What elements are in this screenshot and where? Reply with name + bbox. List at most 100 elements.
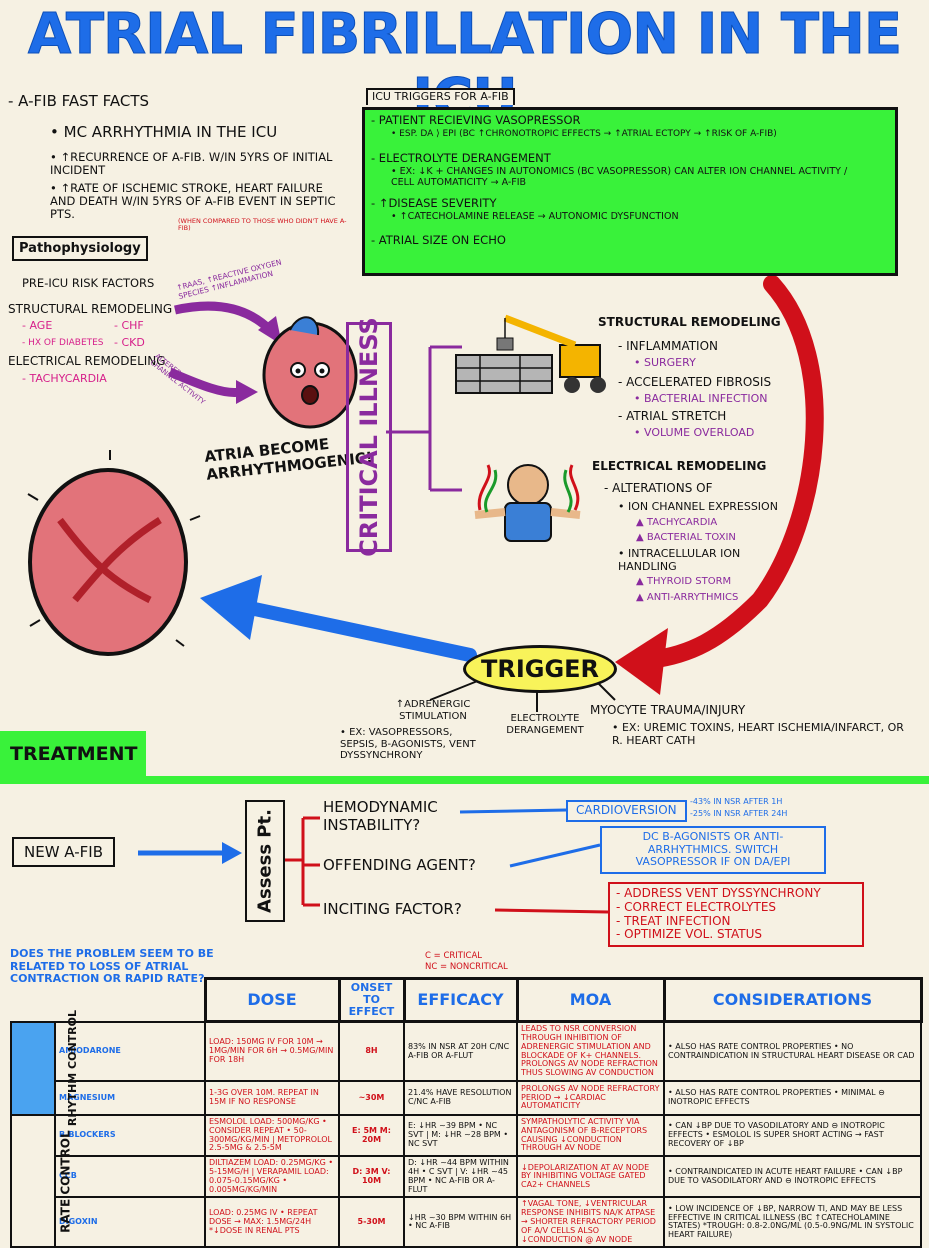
- critical-bracket: [386, 345, 462, 492]
- table-row: Digoxin Load: 0.25mg IV • Repeat dose → …: [11, 1196, 922, 1248]
- ci-inflammation: - Inflammation: [618, 339, 719, 353]
- trigger-adrenergic: ↑Adrenergic stimulation: [395, 699, 471, 722]
- cardioversion-note-1: -43% in NSR after 1h: [690, 797, 783, 806]
- efficacy-cell: 83% in NSR at 20h C/NC A-Fib or A-Flut: [403, 1020, 518, 1083]
- legend-noncritical: NC = Noncritical: [425, 962, 508, 972]
- legend-critical: C = Critical: [425, 951, 482, 961]
- ci-thyroid-storm: ▲ Thyroid storm: [636, 576, 732, 587]
- ci-surgery: • Surgery: [634, 356, 696, 369]
- pathophysiology-label: Pathophysiology: [12, 236, 148, 261]
- header-efficacy: Efficacy: [402, 976, 519, 1024]
- trigger-electrolyte: Electrolyte derangement: [506, 713, 584, 736]
- page-title: Atrial Fibrillation in the ICU: [27, 2, 902, 133]
- dose-cell: Esmolol Load: 500μg/kg • consider repeat…: [204, 1114, 340, 1158]
- offending-agent-box: DC β-agonists or anti-arrhythmics. Switc…: [600, 826, 826, 874]
- moa-cell: ↓Depolarization at AV node by inhibiting…: [516, 1155, 665, 1199]
- table-row: CCB Diltiazem Load: 0.25mg/kg • 5-15mg/h…: [11, 1155, 922, 1199]
- fast-fact-2: ↑Recurrence of A-Fib. w/in 5yrs of initi…: [50, 150, 340, 177]
- considerations-cell: • Low incidence of ↓BP, narrow TI, and m…: [663, 1196, 922, 1248]
- onset-cell: E: 5m M: 20m: [338, 1114, 405, 1158]
- table-row: Rhythm Control Amiodarone Load: 150mg IV…: [10, 1010, 922, 1126]
- risk-chf: - CHF: [114, 319, 144, 332]
- treatment-divider: [0, 776, 929, 784]
- considerations-cell: • Also has rate control properties • Min…: [663, 1080, 922, 1117]
- icu-triggers-box: - Patient recieving vasopressor • Esp. D…: [362, 107, 898, 276]
- trigger-item-4: - Atrial size on echo: [371, 233, 506, 247]
- risk-age: - Age: [22, 319, 53, 332]
- table-row: Rate Control β-Blockers Esmolol Load: 50…: [10, 1114, 922, 1248]
- header-moa: MOA: [515, 976, 666, 1024]
- efficacy-cell: D: ↓HR ~44 BPM within 4h • C SVT | V: ↓H…: [403, 1155, 518, 1199]
- trigger-item-2: - Electrolyte derangement: [371, 151, 551, 165]
- purple-arrowhead-2: [236, 380, 258, 404]
- structural-remodeling-label: Structural Remodeling: [8, 302, 173, 316]
- rhythm-control-cell: Rhythm Control: [10, 1010, 79, 1126]
- new-afib-box: New A-Fib: [12, 837, 115, 867]
- trigger-myocyte-examples: • Ex: uremic toxins, heart ischemia/infa…: [612, 721, 904, 747]
- fast-fact-note: (when compared to those who didn't have …: [178, 217, 347, 233]
- red-arrowhead: [615, 628, 668, 695]
- trigger-item-3: - ↑Disease severity: [371, 196, 497, 210]
- purple-arrow-2: [168, 367, 241, 398]
- factor-volume: - Optimize vol. status: [616, 927, 762, 942]
- dose-cell: Load: 0.25mg IV • Repeat dose → max: 1.5…: [204, 1196, 340, 1248]
- ci-electrical-heading: Electrical Remodeling: [592, 459, 767, 473]
- fast-facts-heading: - A-Fib Fast Facts: [8, 92, 150, 110]
- moa-cell: Leads to NSR conversion through inhibiti…: [516, 1020, 665, 1083]
- fibrillating-heart-icon: [27, 450, 201, 656]
- assess-bracket: [283, 816, 320, 907]
- fast-fact-1: MC Arrhythmia in the ICU: [50, 123, 340, 141]
- critical-illness-label: Critical Illness: [355, 317, 383, 557]
- trigger-sub-1: • Esp. DA ⟩ EPI (bc ↑chronotropic effect…: [391, 129, 777, 139]
- ci-volume-overload: • Volume overload: [634, 426, 755, 439]
- treatment-label: Treatment: [0, 731, 146, 777]
- purple-arrow-1: [174, 301, 274, 334]
- header-considerations: Considerations: [662, 976, 923, 1024]
- ci-bacterial-infection: • Bacterial infection: [634, 392, 768, 405]
- fast-fact-3: ↑Rate of ischemic stroke, heart failure …: [50, 181, 350, 222]
- risk-ckd: - CKD: [114, 336, 145, 349]
- risk-factors-heading: Pre-ICU Risk Factors: [22, 276, 155, 290]
- risk-tachycardia: - Tachycardia: [22, 372, 107, 385]
- ci-ion-channel: • Ion channel expression: [618, 500, 778, 513]
- ci-bacterial-toxin: ▲ Bacterial toxin: [636, 532, 736, 543]
- efficacy-cell: 21.4% have resolution C/NC A-Fib: [403, 1080, 518, 1117]
- agent-line: [509, 843, 601, 868]
- treatment-table: Dose Onset to Effect Efficacy MOA Consid…: [10, 976, 923, 1248]
- trigger-myocyte: Myocyte trauma/injury: [590, 703, 746, 717]
- drug-name: CCB: [54, 1155, 206, 1199]
- ci-intracellular: • Intracellular ion handling: [618, 547, 741, 573]
- drug-name: β-Blockers: [54, 1114, 206, 1158]
- cardioversion-line: [459, 808, 567, 814]
- ci-fibrosis: - Accelerated Fibrosis: [618, 375, 772, 389]
- trigger-sub-2: • Ex: ↓K + changes in autonomics (bc vas…: [391, 166, 848, 188]
- rate-control-cell: Rate Control: [10, 1114, 73, 1248]
- ci-anti-arrythmics: ▲ Anti-arrythmics: [636, 592, 739, 603]
- efficacy-cell: E: ↓HR ~39 BPM • NC SVT | M: ↓HR ~28 BPM…: [403, 1114, 518, 1158]
- cardioversion-note-2: -25% in NSR after 24h: [690, 809, 788, 818]
- trigger-adrenergic-examples: • Ex: vasopressors, sepsis, β-agonists, …: [340, 727, 476, 761]
- moa-cell: Sympatholytic activity via antagonism of…: [516, 1114, 665, 1158]
- table-row: Magnesium 1-3g over 10m. Repeat in 15m i…: [11, 1080, 922, 1117]
- dose-cell: Diltiazem Load: 0.25mg/kg • 5-15mg/h | V…: [204, 1155, 340, 1199]
- assess-pt-box: Assess Pt.: [245, 800, 285, 922]
- moa-cell: ↑Vagal tone, ↓ventricular response inhib…: [516, 1196, 665, 1248]
- dose-cell: 1-3g over 10m. Repeat in 15m if no respo…: [204, 1080, 340, 1117]
- onset-cell: 8h: [338, 1020, 405, 1083]
- assess-pt-label: Assess Pt.: [254, 809, 276, 913]
- factor-infection: - Treat infection: [616, 913, 731, 928]
- considerations-cell: • Also has rate control properties • No …: [663, 1020, 922, 1083]
- factor-vent: - Address vent dyssynchrony: [616, 886, 821, 900]
- onset-cell: D: 3m V: 10m: [338, 1155, 405, 1199]
- considerations-cell: • Contraindicated in acute heart failure…: [663, 1155, 922, 1199]
- drug-name: Amiodarone: [54, 1020, 206, 1083]
- central-heart-icon: [262, 316, 358, 429]
- cardioversion-box: Cardioversion: [566, 800, 687, 822]
- crane-icon: [455, 314, 606, 394]
- header-onset: Onset to Effect: [337, 976, 406, 1024]
- drug-name: Digoxin: [54, 1196, 206, 1248]
- table-question: Does the problem seem to be related to l…: [10, 947, 214, 986]
- question-inciting-factor: Inciting factor?: [323, 900, 462, 918]
- dose-cell: Load: 150mg IV for 10m → 1mg/min for 6h …: [204, 1020, 340, 1083]
- drug-name: Magnesium: [54, 1080, 206, 1117]
